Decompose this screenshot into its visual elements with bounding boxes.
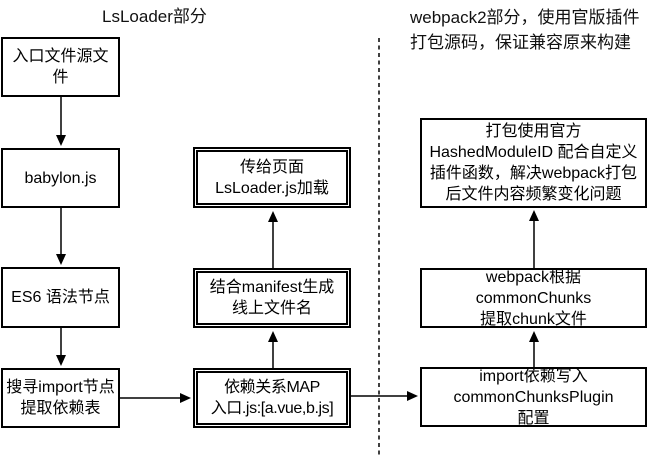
node-manifest-filename: 结合manifest生成 线上文件名 (193, 268, 351, 328)
section-title-lsloader: LsLoader部分 (102, 7, 207, 26)
node-webpack-common-chunks: webpack根据 commonChunks 提取chunk文件 (420, 268, 647, 328)
node-babylon-js: babylon.js (1, 148, 120, 208)
node-es6-syntax: ES6 语法节点 (1, 267, 120, 328)
node-dependency-map: 依赖关系MAP 入口.js:[a.vue,b.js] (193, 368, 351, 428)
node-page-lsloader-load: 传给页面 LsLoader.js加载 (193, 147, 351, 208)
node-import-search: 搜寻import节点 提取依赖表 (1, 368, 120, 428)
node-hashed-module-plugin: 打包使用官方 HashedModuleID 配合自定义 插件函数，解决webpa… (420, 118, 647, 208)
node-entry-source-file: 入口文件源文件 (1, 37, 120, 97)
node-common-chunks-plugin-config: import依赖写入 commonChunksPlugin 配置 (420, 367, 647, 427)
section-title-webpack2: webpack2部分，使用官版插件 打包源码，保证兼容原来构建 (410, 8, 640, 52)
